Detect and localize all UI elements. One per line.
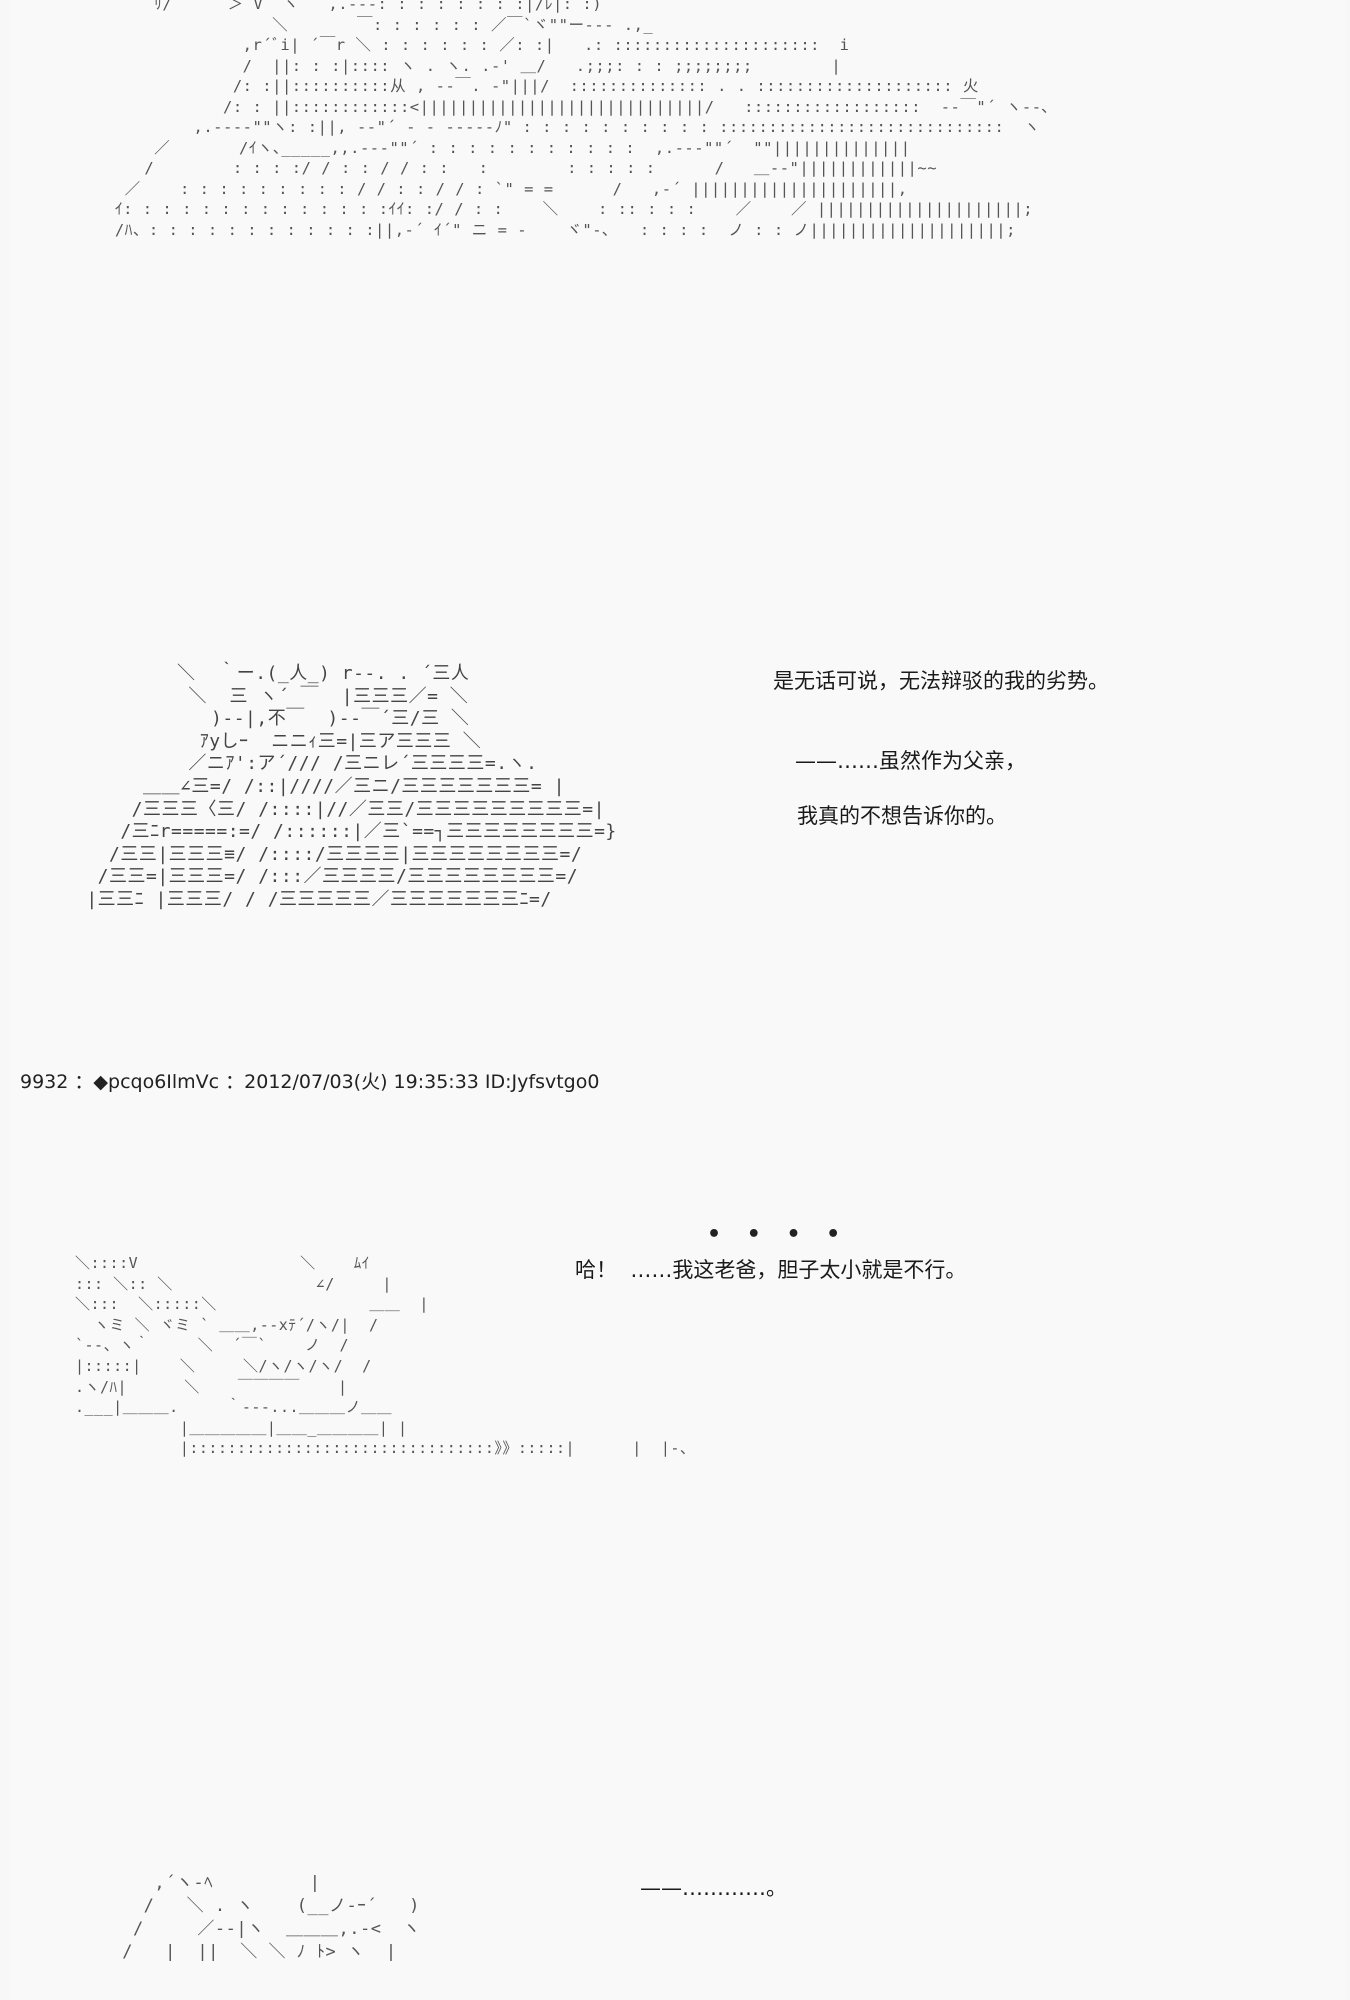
- ascii-art-cat-bottom: ,´ヽ-ﾍ | / ＼ . ヽ (__ノ-ｰ´ ) / ／-‐|ヽ ＿＿＿,.-…: [122, 1873, 421, 1962]
- dialogue-line-2: ——……虽然作为父亲，: [795, 749, 1026, 773]
- dialogue-line-1: 是无话可说，无法辩驳的我的劣势。: [773, 669, 1109, 693]
- ascii-art-cat-middle: ＼ ｀ー.(_人_) r‐‐. . ´三人 ＼ 三 ヽ´ ￣ |三三三／= ＼ …: [86, 663, 617, 910]
- ascii-art-cat-lower: ＼::::V ＼ ﾑｲ ::: ＼:: ＼ ∠/ | ＼::: ＼:::::＼ …: [75, 1254, 696, 1458]
- dialogue-line-3: 我真的不想告诉你的。: [797, 804, 1007, 828]
- ascii-art-cat-top: ﾘ/ ´￣ ＞ V ヽ ,.-‐‐: : : : : : : :|/ﾚ|: :)…: [114, 0, 1050, 239]
- dialogue-line-4: 哈！ ……我这老爸，胆子太小就是不行。: [575, 1258, 967, 1282]
- thread-page: ﾘ/ ´￣ ＞ V ヽ ,.-‐‐: : : : : : : :|/ﾚ|: :)…: [10, 0, 1345, 2000]
- emphasis-dots: • • • •: [707, 1222, 850, 1247]
- post-header: 9932 ：◆pcqo6IlmVc ：2012/07/03(火) 19:35:3…: [20, 1071, 600, 1093]
- dialogue-line-5: ——…………。: [640, 1876, 787, 1900]
